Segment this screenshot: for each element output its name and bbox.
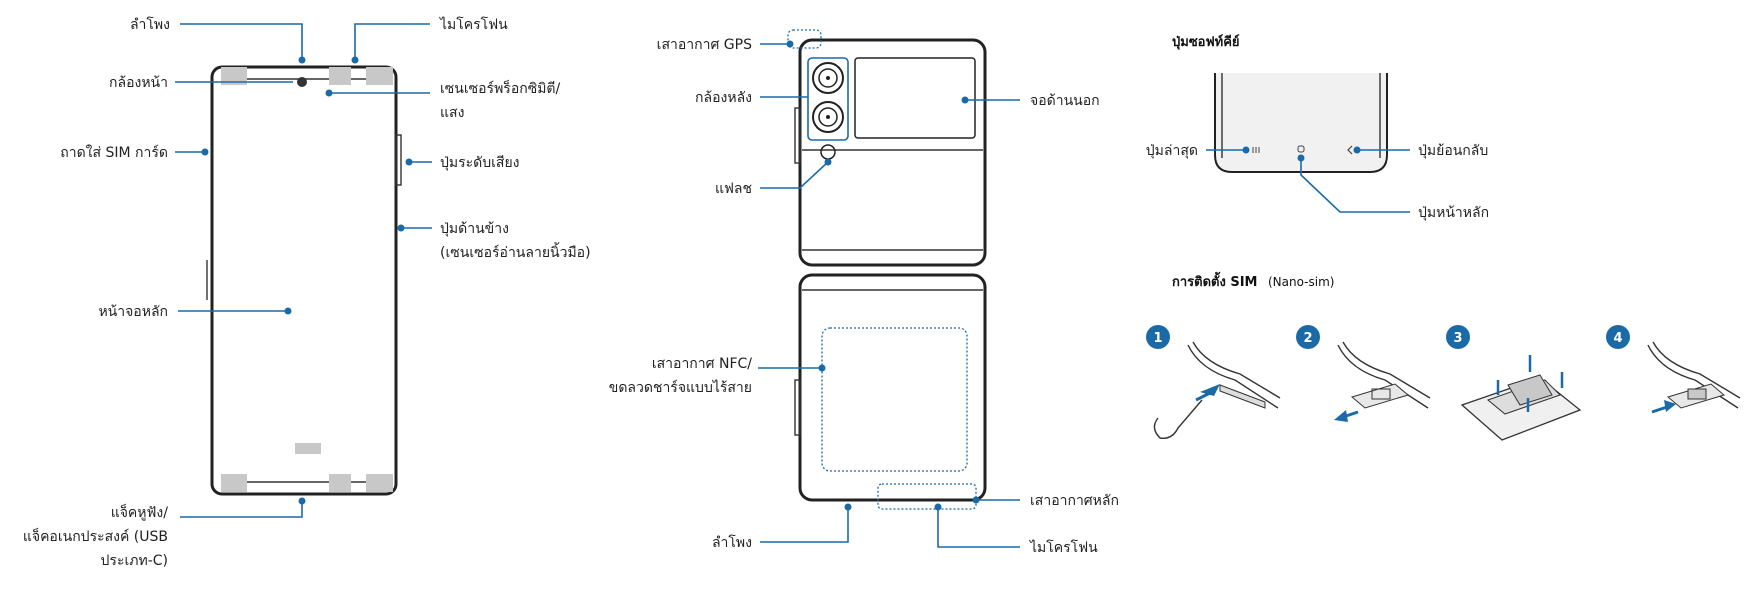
svg-text:1: 1: [1153, 331, 1162, 346]
back-button-icon[interactable]: [1347, 145, 1353, 155]
label-side-key: ปุ่มด้านข้าง: [440, 221, 509, 237]
recent-button-icon[interactable]: [1252, 147, 1260, 153]
front-view: ลำโพง ไมโครโฟน กล้องหน้า เซนเซอร์พร็อกซิ…: [23, 16, 591, 569]
label-main-antenna: เสาอากาศหลัก: [1030, 493, 1119, 509]
sim-step-3: 3: [1446, 325, 1582, 441]
rear-camera-lens-1: [812, 62, 844, 94]
label-cover-screen: จอด้านนอก: [1030, 93, 1100, 109]
sim-install-section: การติดตั้ง SIM (Nano-sim) 1 2 3: [1146, 271, 1741, 441]
flash-icon: [820, 144, 836, 160]
sim-step-2: 2: [1296, 325, 1431, 422]
cover-screen: [854, 57, 976, 139]
svg-text:2: 2: [1303, 331, 1312, 346]
label-back-speaker: ลำโพง: [712, 534, 752, 551]
home-button-icon[interactable]: [1297, 145, 1305, 153]
label-usb-jack-2: แจ็คอเนกประสงค์ (USB: [23, 527, 168, 545]
soft-buttons-section: ปุ่มซอฟท์คีย์ ปุ่มล่าสุด ปุ่มย้อนกลับ ปุ…: [1146, 34, 1489, 221]
svg-text:3: 3: [1453, 331, 1462, 346]
sim-install-title: การติดตั้ง SIM: [1172, 271, 1258, 290]
label-front-camera: กล้องหน้า: [109, 75, 168, 91]
label-sim-tray: ถาดใส่ SIM การ์ด: [60, 144, 168, 161]
label-nfc-antenna-2: ขดลวดชาร์จแบบไร้สาย: [609, 379, 752, 396]
label-side-key-2: (เซนเซอร์อ่านลายนิ้วมือ): [440, 242, 591, 261]
label-back-button: ปุ่มย้อนกลับ: [1418, 143, 1488, 159]
label-nfc-antenna: เสาอากาศ NFC/: [652, 356, 752, 372]
back-view: เสาอากาศ GPS กล้องหลัง จอด้านนอก แฟลช เส…: [609, 29, 1119, 556]
label-rear-camera: กล้องหลัง: [695, 90, 752, 106]
label-recent-button: ปุ่มล่าสุด: [1146, 143, 1198, 159]
label-proximity-sensor-2: แสง: [440, 105, 464, 121]
front-phone-body: [210, 65, 398, 496]
nfc-coil-area: [821, 327, 968, 472]
front-camera-icon: [297, 77, 307, 87]
sim-step-1: 1: [1146, 325, 1281, 439]
label-front-microphone: ไมโครโฟน: [439, 16, 508, 33]
label-usb-jack-3: ประเภท-C): [101, 553, 168, 569]
label-front-speaker: ลำโพง: [130, 16, 170, 33]
back-lower-body: [798, 273, 987, 502]
label-flash: แฟลช: [715, 181, 752, 197]
rear-camera-lens-2: [812, 101, 844, 133]
label-proximity-sensor: เซนเซอร์พร็อกซิมิตี/: [440, 79, 561, 97]
rear-camera-module: [807, 57, 849, 141]
label-main-screen: หน้าจอหลัก: [98, 304, 168, 320]
label-home-button: ปุ่มหน้าหลัก: [1418, 205, 1489, 221]
label-usb-jack: แจ็คหูฟัง/: [111, 503, 169, 521]
label-volume-key: ปุ่มระดับเสียง: [440, 155, 520, 171]
back-upper-body: [798, 38, 987, 267]
svg-text:4: 4: [1613, 331, 1622, 346]
sim-step-4: 4: [1606, 325, 1741, 414]
label-gps-antenna: เสาอากาศ GPS: [657, 37, 752, 53]
label-back-microphone: ไมโครโฟน: [1029, 539, 1098, 556]
sim-install-subtitle: (Nano-sim): [1268, 275, 1334, 289]
soft-buttons-title: ปุ่มซอฟท์คีย์: [1172, 34, 1240, 50]
